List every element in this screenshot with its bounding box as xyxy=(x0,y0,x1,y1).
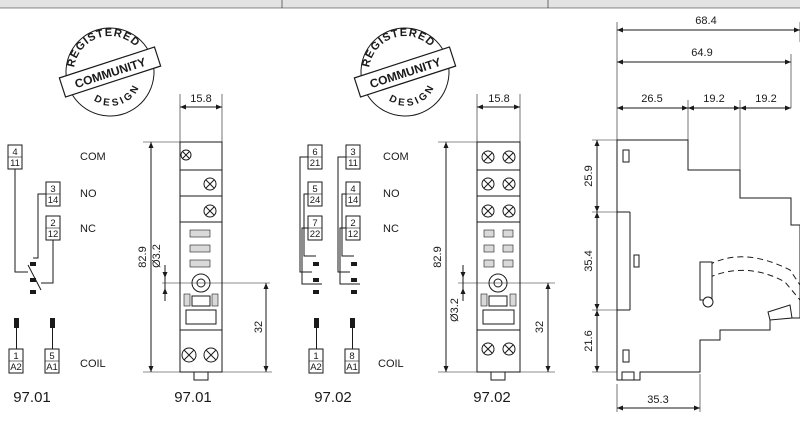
pin-coil2-a2-number: 1 xyxy=(313,351,318,362)
caption-97-01-schematic: 97.01 xyxy=(13,389,51,406)
dim-depth-19-2-a: 19.2 xyxy=(703,93,724,105)
pin-coil-a1-code: A1 xyxy=(46,362,58,373)
dim-height-82-9-2: 82.9 xyxy=(432,246,444,267)
pin-no-code: 14 xyxy=(48,195,59,206)
dim-hole-3-2: Ø3.2 xyxy=(151,244,163,268)
pin-com-number: 4 xyxy=(12,147,17,158)
header-rule xyxy=(0,0,800,9)
pin-coil2-a2-code: A2 xyxy=(310,362,322,373)
pin-nc-code: 12 xyxy=(48,229,59,240)
label-coil-2: COIL xyxy=(378,358,404,370)
label-com-2: COM xyxy=(383,151,409,163)
pin-nc1-number: 2 xyxy=(350,218,355,229)
release-tab xyxy=(193,371,209,381)
pin-no2-code: 24 xyxy=(310,195,321,206)
label-nc: NC xyxy=(80,223,96,235)
front-view-97-01: 15.8 82.9 Ø3.2 xyxy=(137,93,272,406)
pin-nc-number: 2 xyxy=(50,218,55,229)
dim-depth-35-3: 35.3 xyxy=(647,394,668,406)
label-no-2: NO xyxy=(383,188,400,200)
dim-depth-64-9: 64.9 xyxy=(691,47,712,59)
pin-coil-a1-number: 5 xyxy=(49,351,54,362)
relay-socket-body xyxy=(179,141,223,373)
pin-coil-a2-number: 1 xyxy=(13,351,18,362)
front-view-97-02: 15.8 82.9 xyxy=(432,93,555,406)
pin-com1-number: 3 xyxy=(350,147,355,158)
relay-socket-body-2 xyxy=(476,141,521,373)
pin-no2-number: 5 xyxy=(312,184,317,195)
dim-height-35-4: 35.4 xyxy=(583,250,595,271)
dim-height-82-9: 82.9 xyxy=(137,246,149,267)
release-tab xyxy=(490,371,506,381)
caption-97-02-front: 97.02 xyxy=(473,389,511,406)
pin-coil2-a1-number: 8 xyxy=(349,351,354,362)
pin-no1-code: 14 xyxy=(348,195,359,206)
caption-97-02-schematic: 97.02 xyxy=(314,389,352,406)
registered-design-seal: REGISTERED COMMUNITY DESIGN xyxy=(353,17,457,117)
pin-nc2-code: 22 xyxy=(310,229,321,240)
schematic-97-02: 6 21 3 11 5 24 4 14 7 22 2 12 xyxy=(299,144,409,406)
registered-design-seal: REGISTERED COMMUNITY DESIGN xyxy=(58,17,162,117)
pin-com1-code: 11 xyxy=(348,158,358,169)
caption-97-01-front: 97.01 xyxy=(174,389,212,406)
dim-hole-3-2-2: Ø3.2 xyxy=(449,298,461,322)
dim-height-25-9: 25.9 xyxy=(583,165,595,186)
label-nc-2: NC xyxy=(383,223,399,235)
dim-width-15-8-2: 15.8 xyxy=(488,93,509,105)
pin-nc2-number: 7 xyxy=(312,218,317,229)
pin-com2-number: 6 xyxy=(312,147,317,158)
pin-coil2-a1-code: A1 xyxy=(346,362,358,373)
dim-height-32: 32 xyxy=(253,321,265,333)
pin-no1-number: 4 xyxy=(350,184,355,195)
pin-com2-code: 21 xyxy=(310,158,321,169)
side-profile xyxy=(616,139,800,381)
dim-depth-26-5: 26.5 xyxy=(641,93,662,105)
dim-height-32-2: 32 xyxy=(534,321,546,333)
dim-width-15-8: 15.8 xyxy=(190,93,211,105)
label-no: NO xyxy=(80,188,97,200)
schematic-97-01: 4 11 3 14 2 12 1 A2 5 A1 COM NO NC COIL … xyxy=(7,144,106,406)
pin-nc1-code: 12 xyxy=(348,229,359,240)
pin-coil-a2-code: A2 xyxy=(10,362,22,373)
pin-com-code: 11 xyxy=(10,158,20,169)
side-view: 68.4 64.9 26.5 19.2 19.2 25.9 35.4 21.6 xyxy=(583,15,800,412)
pin-no-number: 3 xyxy=(50,184,55,195)
label-coil: COIL xyxy=(80,358,106,370)
dim-height-21-6: 21.6 xyxy=(583,330,595,351)
dim-depth-19-2-b: 19.2 xyxy=(755,93,776,105)
label-com: COM xyxy=(80,151,106,163)
dim-depth-68-4: 68.4 xyxy=(695,15,716,27)
